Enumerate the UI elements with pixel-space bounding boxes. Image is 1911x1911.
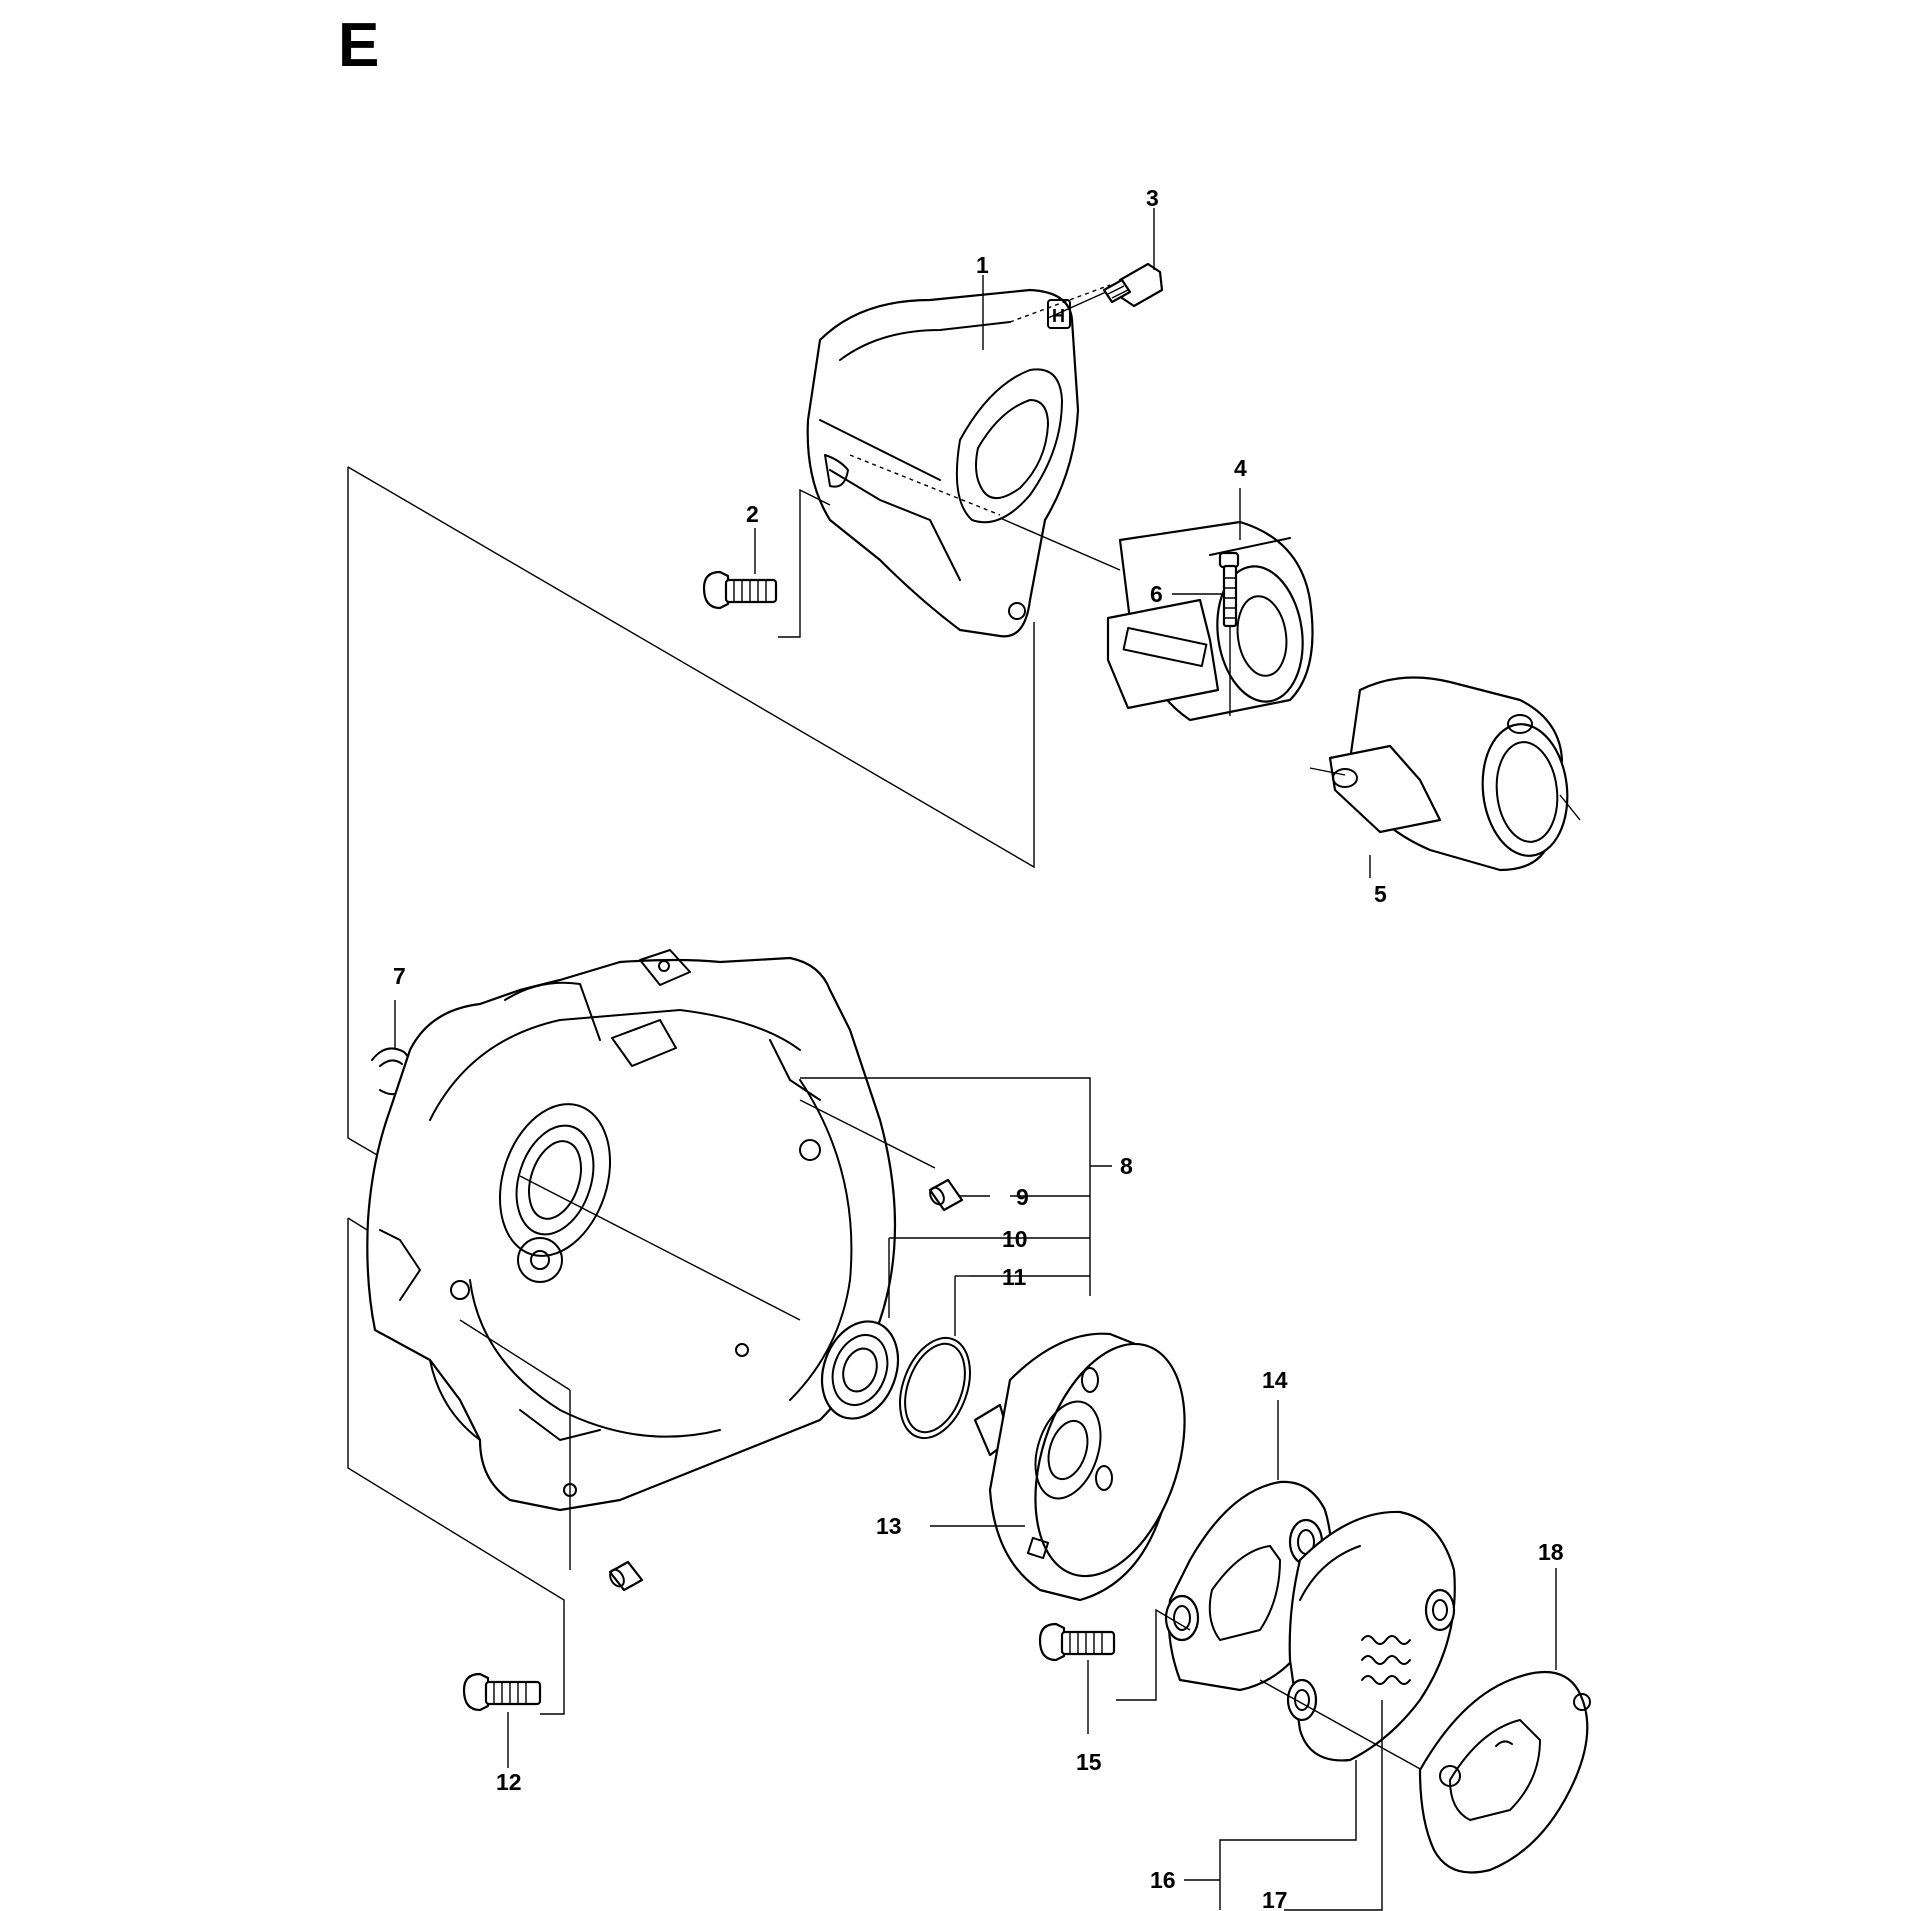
part-2-screw <box>702 488 831 638</box>
part-16-clutch-shoes <box>1219 1510 1456 1911</box>
callout-13: 13 <box>876 1513 902 1539</box>
part-18-plate <box>1418 1568 1591 1874</box>
brand-logo: H <box>1052 306 1065 326</box>
part-13-clutch-drum <box>973 1332 1186 1602</box>
callout-2: 2 <box>746 501 759 527</box>
callout-7: 7 <box>393 963 406 989</box>
callout-4: 4 <box>1234 455 1247 481</box>
housing-pin <box>608 1560 644 1592</box>
part-9-pin <box>928 1178 964 1212</box>
section-letter: E <box>338 11 379 80</box>
callout-6: 6 <box>1150 581 1163 607</box>
part-15-screw <box>1038 1608 1191 1734</box>
callout-1: 1 <box>976 252 989 278</box>
callout-10: 10 <box>1002 1226 1028 1252</box>
callout-15: 15 <box>1076 1749 1102 1775</box>
leader-lines-top <box>754 208 1241 595</box>
part-1-housing: H <box>806 284 1111 638</box>
part-12-screw <box>462 1672 542 1768</box>
callout-11: 11 <box>1002 1264 1027 1290</box>
part-4-damper <box>999 517 1314 722</box>
callout-14: 14 <box>1262 1367 1288 1393</box>
part-3-screw <box>1047 262 1164 319</box>
callout-5: 5 <box>1374 881 1387 907</box>
part-6-bolt <box>1218 551 1240 716</box>
callout-12: 12 <box>496 1769 522 1795</box>
callout-8: 8 <box>1120 1153 1133 1179</box>
callout-16: 16 <box>1150 1867 1176 1893</box>
callout-17: 17 <box>1262 1887 1288 1911</box>
part-5-clamp <box>1309 676 1581 878</box>
part-8-clutch-housing <box>366 949 936 1570</box>
callout-18: 18 <box>1538 1539 1564 1565</box>
leader-group-8 <box>800 1077 1220 1881</box>
callout-9: 9 <box>1016 1184 1029 1210</box>
part-10-bearing <box>820 1238 900 1420</box>
part-11-snap-ring <box>899 1276 971 1440</box>
callout-3: 3 <box>1146 185 1159 211</box>
